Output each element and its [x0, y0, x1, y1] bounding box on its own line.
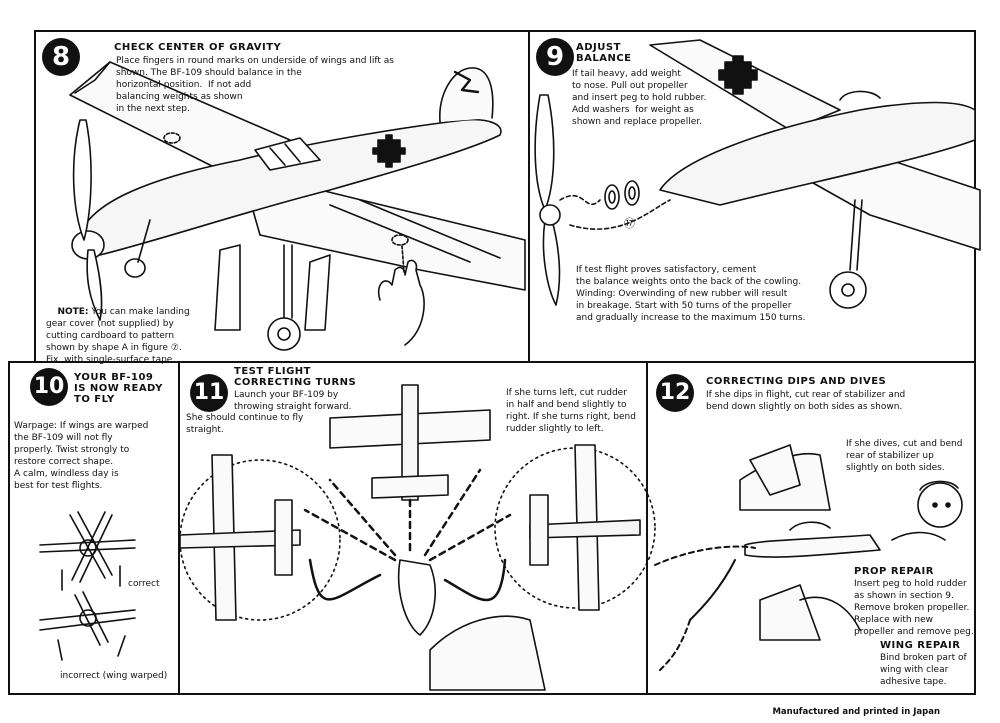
part-17-label: ⑰ [624, 217, 635, 230]
step-8-note: NOTE: You can make landing gear cover (n… [46, 294, 190, 378]
step-11-title: TEST FLIGHT CORRECTING TURNS [234, 366, 357, 388]
step-8-number: 8 [42, 38, 80, 76]
wing-repair-body: Bind broken part of wing with clear adhe… [880, 653, 967, 687]
step-8-note-body: You can make landing gear cover (not sup… [46, 307, 190, 365]
step-9-title: ADJUST BALANCE [576, 42, 632, 64]
flight-correction-diagram [179, 384, 656, 691]
step-8-body: Place fingers in round marks on undersid… [116, 56, 394, 114]
stabilizer-repair-diagram [654, 444, 963, 671]
propeller-diagrams [39, 511, 136, 661]
footer-text: Manufactured and printed in Japan [772, 707, 940, 717]
step-9-number: 9 [536, 38, 574, 76]
step-8-title: CHECK CENTER OF GRAVITY [114, 42, 282, 53]
step-12-body: If she dips in flight, cut rear of stabi… [706, 390, 906, 412]
step-11-number: 11 [190, 374, 228, 412]
bf109-underside-illustration [69, 61, 526, 351]
step-9-body-2: If test flight proves satisfactory, ceme… [576, 265, 806, 323]
prop-repair-title: PROP REPAIR [854, 566, 934, 577]
step-10-body: Warpage: If wings are warped the BF-109 … [14, 421, 149, 491]
step-8-note-label: NOTE: [57, 307, 89, 317]
panel-step-12 [646, 361, 976, 695]
step-11-correction-text: If she turns left, cut rudder in half an… [506, 388, 636, 434]
prop-repair-body: Insert peg to hold rudder as shown in se… [854, 579, 974, 637]
label-incorrect: incorrect (wing warped) [60, 671, 168, 681]
step-11-body: Launch your BF-109 by throwing straight … [234, 390, 352, 412]
bf109-nose-weights-illustration [534, 39, 981, 309]
step-9-body: If tail heavy, add weight to nose. Pull … [572, 69, 707, 127]
label-correct: correct [128, 579, 160, 589]
step-12-title: CORRECTING DIPS AND DIVES [706, 376, 887, 387]
step-12-number: 12 [656, 374, 694, 412]
step-11-body-2: She should continue to fly straight. [186, 413, 304, 435]
step-10-title: YOUR BF-109 IS NOW READY TO FLY [74, 372, 163, 405]
step-12-dives-text: If she dives, cut and bend rear of stabi… [846, 439, 963, 473]
wing-repair-title: WING REPAIR [880, 640, 961, 651]
step-10-number: 10 [30, 368, 68, 406]
